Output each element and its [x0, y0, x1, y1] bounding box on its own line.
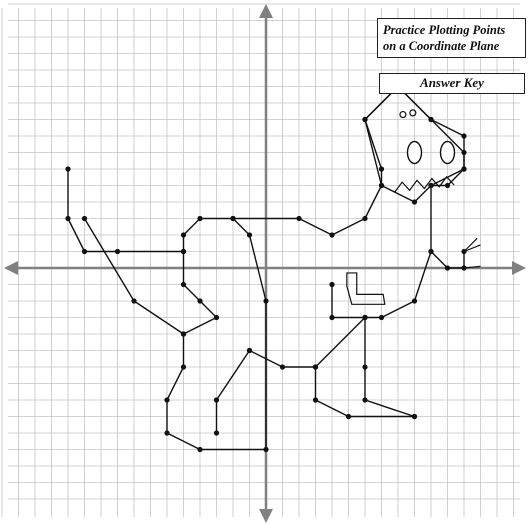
nostril-icon	[410, 110, 416, 116]
y-axis-top-arrow	[259, 4, 273, 18]
plotted-point	[181, 232, 186, 237]
x-axis-right-arrow	[512, 261, 526, 275]
plotted-point	[181, 249, 186, 254]
plotted-point	[296, 216, 301, 221]
plotted-point	[181, 364, 186, 369]
plotted-point	[214, 397, 219, 402]
plotted-point	[313, 364, 318, 369]
plotted-point	[461, 249, 466, 254]
plotted-point	[379, 166, 384, 171]
nostril-icon	[400, 112, 406, 118]
plotted-point	[181, 331, 186, 336]
plotted-point	[329, 232, 334, 237]
plotted-point	[329, 315, 334, 320]
plotted-point	[362, 364, 367, 369]
plotted-point	[412, 298, 417, 303]
plotted-point	[115, 249, 120, 254]
eye-left-icon	[408, 142, 422, 164]
plotted-point	[197, 298, 202, 303]
plotted-point	[247, 348, 252, 353]
plotted-point	[214, 315, 219, 320]
claw-line	[464, 238, 477, 251]
plotted-point	[230, 216, 235, 221]
plotted-point	[181, 282, 186, 287]
plotted-point	[280, 364, 285, 369]
worksheet-title-box: Practice Plotting Points on a Coordinate…	[377, 18, 526, 58]
plotted-point	[131, 298, 136, 303]
plotted-point	[346, 414, 351, 419]
plotted-point	[461, 166, 466, 171]
plotted-point	[82, 249, 87, 254]
plotted-point	[461, 265, 466, 270]
plotted-point	[263, 447, 268, 452]
plotted-point	[164, 430, 169, 435]
worksheet-title-line-2: on a Coordinate Plane	[383, 38, 525, 54]
plotted-point	[164, 397, 169, 402]
answer-key-label: Answer Key	[379, 73, 525, 94]
plotted-point	[65, 216, 70, 221]
plotted-point	[214, 430, 219, 435]
plotted-point	[445, 183, 450, 188]
plotted-point	[362, 117, 367, 122]
plotted-point	[82, 216, 87, 221]
plotted-point	[412, 414, 417, 419]
eye-right-icon	[441, 142, 455, 164]
plotted-point	[379, 315, 384, 320]
small-arm-outline	[347, 273, 385, 304]
plotted-point	[197, 216, 202, 221]
x-axis-left-arrow	[4, 261, 18, 275]
plotted-point	[362, 397, 367, 402]
plotted-point	[329, 282, 334, 287]
plotted-point	[445, 265, 450, 270]
plotted-point	[412, 199, 417, 204]
plotted-point	[65, 166, 70, 171]
plotted-point	[362, 315, 367, 320]
plotted-point	[379, 183, 384, 188]
plotted-point	[313, 397, 318, 402]
plotted-point	[461, 150, 466, 155]
plotted-point	[461, 133, 466, 138]
plotted-point	[247, 232, 252, 237]
worksheet-title-line-1: Practice Plotting Points	[383, 22, 525, 38]
plotted-point	[263, 298, 268, 303]
plotted-point	[362, 216, 367, 221]
y-axis-bottom-arrow	[259, 509, 273, 523]
plotted-point	[428, 117, 433, 122]
plotted-point	[197, 447, 202, 452]
plotted-point	[428, 249, 433, 254]
plotted-point	[428, 183, 433, 188]
